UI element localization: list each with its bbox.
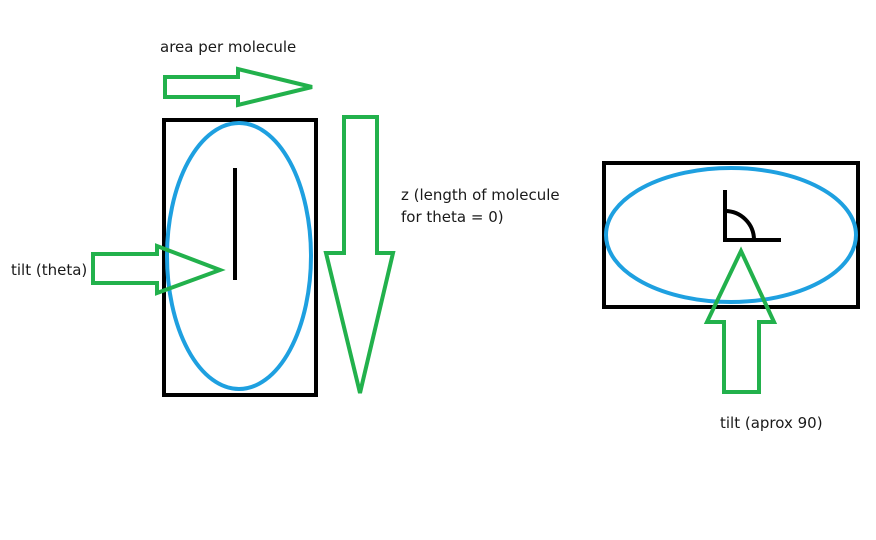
tilt-90-label: tilt (aprox 90) xyxy=(720,414,823,432)
area-per-molecule-arrow xyxy=(163,66,313,108)
z-length-label-line1: z (length of molecule xyxy=(401,186,560,204)
tilt-90-arrow xyxy=(703,246,778,394)
right-angle-arc xyxy=(724,209,756,241)
tilt-theta-label: tilt (theta) xyxy=(11,261,88,279)
z-length-label: z (length of molecule for theta = 0) xyxy=(401,184,560,228)
left-molecule-box xyxy=(162,118,318,397)
z-length-arrow xyxy=(323,115,396,394)
tilt-theta-arrow xyxy=(91,243,226,296)
z-length-label-line2: for theta = 0) xyxy=(401,208,504,226)
right-molecule-ellipse xyxy=(604,166,858,304)
left-molecule-ellipse xyxy=(165,121,313,391)
right-molecule-box xyxy=(602,161,860,309)
area-per-molecule-label: area per molecule xyxy=(160,38,297,56)
